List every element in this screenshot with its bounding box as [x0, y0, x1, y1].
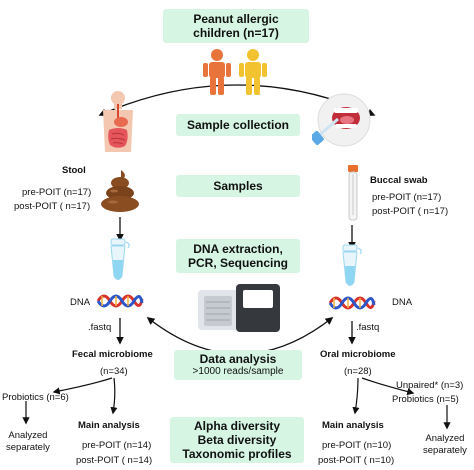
buccal-post-count: post-POIT ( n=17) [372, 206, 449, 217]
oral-main-pre-count: pre-POIT (n=10) [322, 440, 392, 451]
oral-probiotics-count: Probiotics (n=5) [392, 394, 459, 405]
fecal-analyzed-line-1: Analyzed [8, 430, 48, 441]
fecal-microbiome-title: Fecal microbiome [72, 349, 153, 360]
fecal-split-to-main [110, 377, 118, 415]
stool-fastq-label: .fastq [88, 322, 112, 333]
fecal-analyzed-line-2: separately [6, 442, 50, 453]
cohort-line-2: children (n=17) [193, 26, 279, 40]
fecal-main-pre-count: pre-POIT (n=14) [82, 440, 152, 451]
sample-collection-label: Sample collection [186, 118, 290, 132]
child-figure-icon [203, 49, 231, 95]
fecal-split-to-probiotics [52, 377, 113, 395]
sample-collection-box: Sample collection [176, 114, 300, 136]
data-analysis-threshold: >1000 reads/sample [192, 366, 284, 377]
stool-title: Stool [62, 165, 86, 176]
stool-icon [101, 170, 139, 212]
dna-extraction-box: DNA extraction, PCR, Sequencing [176, 239, 300, 273]
digestive-system-icon [103, 91, 133, 152]
fecal-analyzed-separately: Analyzed separately [6, 430, 50, 454]
oral-unpaired-count: Unpaired* (n=3) [396, 380, 464, 391]
oral-analyzed-line-1: Analyzed [425, 433, 465, 444]
buccal-dna-label: DNA [392, 297, 413, 308]
oral-main-post-count: post-POIT ( n=10) [318, 455, 395, 466]
pcr-tube-icon [342, 244, 362, 286]
sequencer-icon [198, 284, 280, 332]
oral-main-analysis-title: Main analysis [322, 420, 384, 431]
mouth-swab-icon [312, 93, 371, 147]
diversity-box: Alpha diversity Beta diversity Taxonomic… [170, 417, 304, 463]
stool-dna-label: DNA [70, 297, 91, 308]
oral-analyzed-line-2: separately [423, 445, 467, 456]
cohort-line-1: Peanut allergic [193, 12, 279, 26]
taxonomic-profiles-label: Taxonomic profiles [182, 447, 292, 461]
data-analysis-label: Data analysis [199, 352, 277, 366]
stool-post-count: post-POIT ( n=17) [14, 201, 91, 212]
swab-tube-icon [348, 165, 358, 221]
child-figure-icon [239, 49, 267, 95]
samples-box: Samples [176, 175, 300, 197]
buccal-swab-title: Buccal swab [370, 175, 428, 186]
dna-extraction-line-1: DNA extraction, [193, 242, 283, 256]
samples-label: Samples [213, 179, 263, 193]
beta-diversity-label: Beta diversity [197, 433, 277, 447]
oral-microbiome-count: (n=28) [344, 366, 372, 377]
fecal-microbiome-count: (n=34) [100, 366, 128, 377]
buccal-fastq-label: .fastq [356, 322, 380, 333]
oral-analyzed-separately: Analyzed separately [423, 433, 467, 457]
buccal-pre-count: pre-POIT (n=17) [372, 192, 442, 203]
data-analysis-box: Data analysis >1000 reads/sample [174, 350, 302, 380]
alpha-diversity-label: Alpha diversity [193, 419, 281, 433]
oral-split-to-excluded [361, 377, 415, 396]
fecal-main-analysis-title: Main analysis [78, 420, 140, 431]
cohort-box: Peanut allergic children (n=17) [163, 9, 309, 43]
dna-extraction-line-2: PCR, Sequencing [187, 256, 288, 270]
pcr-tube-icon [110, 238, 130, 280]
oral-split-to-main [352, 377, 360, 415]
dna-helix-icon [96, 294, 144, 308]
fecal-main-post-count: post-POIT ( n=14) [76, 455, 153, 466]
stool-pre-count: pre-POIT (n=17) [22, 187, 92, 198]
fecal-probiotics-count: Probiotics (n=6) [2, 392, 69, 403]
oral-microbiome-title: Oral microbiome [320, 349, 396, 360]
dna-helix-icon [328, 296, 376, 310]
